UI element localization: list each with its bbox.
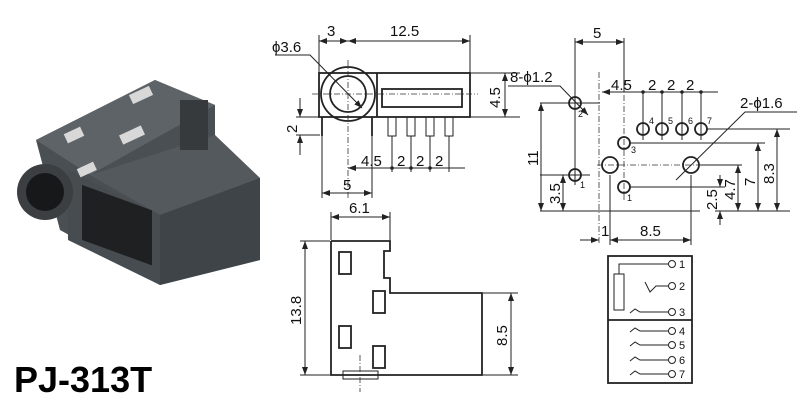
dim-1: 1 [601, 223, 609, 240]
pitch-2: 2 [397, 153, 405, 170]
pitch-2: 2 [435, 153, 443, 170]
pitch-2: 2 [648, 77, 656, 94]
big-holes-label: 2-ϕ1.6 [740, 95, 783, 112]
dim-jack-diameter: ϕ3.6 [272, 39, 301, 56]
dim-3: 3 [327, 23, 335, 40]
schematic-pin-1: 1 [679, 259, 685, 271]
pitch-4-5: 4.5 [611, 77, 632, 94]
pitch-4-5: 4.5 [361, 153, 382, 170]
pin-label: 4 [649, 116, 654, 126]
schematic-pin-2: 2 [679, 281, 685, 293]
pcb-layout-drawing [508, 38, 797, 245]
schematic-diagram [607, 255, 693, 384]
schematic-pin-3: 3 [679, 307, 685, 319]
dim-5: 5 [343, 177, 351, 194]
pin-label: 6 [688, 116, 693, 126]
dim-3-5: 3.5 [547, 183, 564, 204]
pin-label: 1 [580, 180, 585, 190]
schematic-pin-6: 6 [679, 355, 685, 367]
schematic-pin-5: 5 [679, 340, 685, 352]
pin-label: 5 [668, 116, 673, 126]
product-photo [17, 80, 260, 285]
dim-8-3: 8.3 [761, 163, 778, 184]
pin-label: 1 [627, 193, 632, 203]
dim-12-5: 12.5 [390, 23, 419, 40]
dim-11: 11 [525, 150, 542, 166]
pitch-2: 2 [667, 77, 675, 94]
dim-8-5: 8.5 [640, 223, 661, 240]
top-view-drawing [300, 212, 518, 392]
model-title: PJ-313T [14, 359, 152, 400]
dim-4-7: 4.7 [722, 179, 739, 200]
holes-label: 8-ϕ1.2 [510, 69, 553, 86]
dim-5: 5 [593, 25, 601, 42]
dim-13-8: 13.8 [288, 296, 305, 325]
dim-8-5: 8.5 [494, 325, 511, 346]
dim-pin-length-2: 2 [284, 125, 301, 133]
pin-label: 2 [578, 109, 583, 119]
pin-label: 3 [631, 145, 636, 155]
schematic-pin-7: 7 [679, 369, 685, 381]
front-view-drawing [275, 35, 520, 200]
dim-7: 7 [742, 178, 759, 186]
dim-2-5: 2.5 [704, 189, 721, 210]
pin-label: 7 [707, 116, 712, 126]
pitch-2: 2 [416, 153, 424, 170]
dim-height-4-5: 4.5 [487, 87, 504, 108]
schematic-pin-4: 4 [679, 326, 685, 338]
pitch-2: 2 [686, 77, 694, 94]
dim-6-1: 6.1 [349, 200, 370, 217]
